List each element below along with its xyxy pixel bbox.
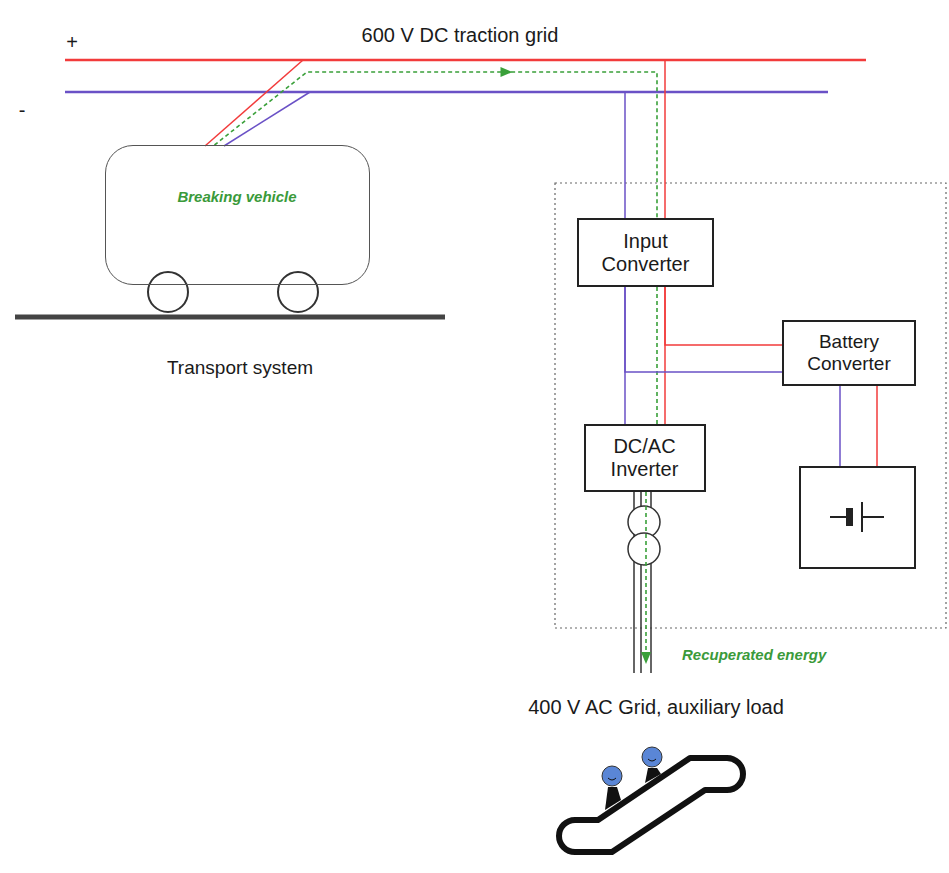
process-box: Input Converter (577, 218, 714, 287)
node-text: DC/AC Inverter (595, 435, 695, 481)
person-head (602, 766, 622, 786)
wheel (278, 272, 318, 312)
process-box: DC/AC Inverter (584, 424, 706, 492)
battery-symbol (862, 516, 884, 518)
battery-wire (839, 384, 841, 468)
grid-label: 600 V DC traction grid (362, 24, 559, 47)
pantograph-wire (224, 92, 310, 146)
process-box: Battery Converter (782, 320, 916, 386)
energy-flow-line (656, 287, 658, 424)
polarity-sign: + (66, 31, 78, 54)
flow-label: Recuperated energy (682, 646, 826, 663)
feeder-wire (624, 92, 626, 222)
dc-link-wire (625, 287, 782, 372)
person-head (642, 747, 662, 767)
battery-box (800, 467, 915, 568)
person-body (645, 768, 661, 783)
person-face (608, 778, 616, 780)
enclosure-outline (555, 183, 946, 628)
dc-link-wire (665, 287, 782, 345)
battery-symbol (846, 508, 853, 526)
polarity-sign: - (19, 99, 26, 122)
wheel (148, 272, 188, 312)
feeder-wire (664, 60, 666, 222)
node-text: Input Converter (590, 230, 702, 276)
node-text: Breaking vehicle (177, 188, 296, 205)
person-body (605, 787, 621, 810)
negative-rail-line (65, 91, 828, 94)
battery-symbol (830, 516, 846, 518)
transformer-coil (628, 533, 660, 565)
vehicle-body: Breaking vehicle (105, 145, 370, 285)
battery-wire (876, 384, 878, 468)
flow-arrowhead (641, 652, 651, 664)
pantograph-wire (205, 60, 303, 146)
escalator-icon (559, 758, 743, 852)
grid-label: 400 V AC Grid, auxiliary load (528, 696, 784, 719)
arrow-head (501, 67, 513, 77)
dc-link-wire (624, 287, 626, 424)
rail-track (15, 315, 445, 320)
person-face (648, 759, 656, 761)
energy-flow-line (645, 492, 647, 654)
positive-rail-line (65, 59, 866, 62)
node-text: Battery Converter (793, 331, 905, 375)
system-label: Transport system (167, 357, 313, 379)
